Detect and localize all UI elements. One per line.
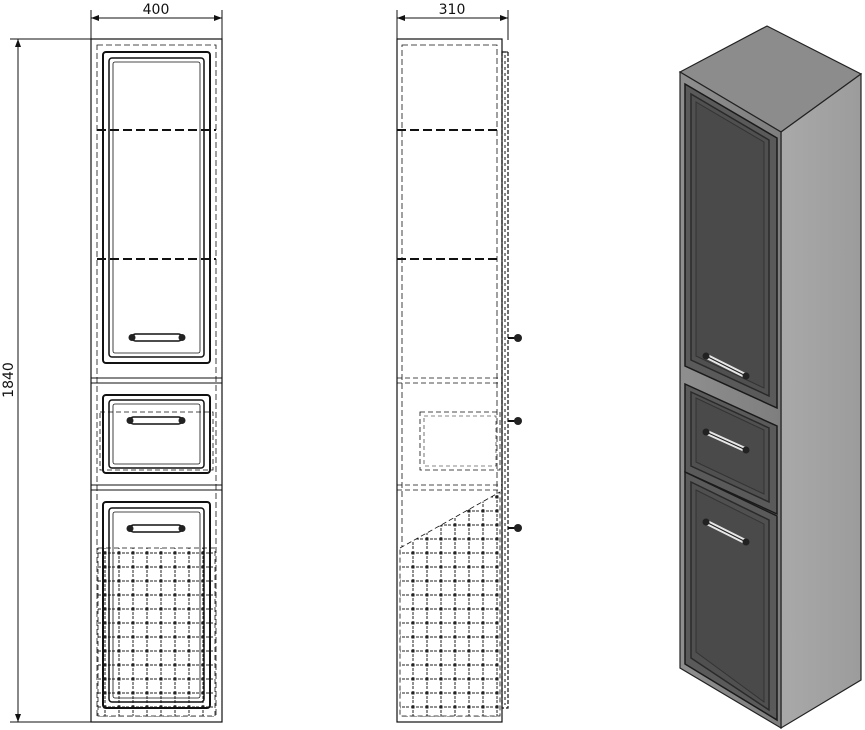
side-handle-bottom [508, 524, 522, 532]
height-dimension: 1840 [1, 38, 91, 723]
perspective-drawer [684, 382, 778, 516]
perspective-view [678, 25, 863, 730]
side-laundry-basket [399, 491, 501, 717]
drawer-handle [126, 416, 186, 425]
height-label: 1840 [1, 362, 17, 398]
cabinet-side-face [780, 72, 862, 730]
perspective-drawer-handle [702, 428, 750, 454]
width-dimension: 400 [90, 2, 223, 40]
side-handle-drawer [508, 417, 522, 425]
laundry-basket [97, 547, 216, 717]
perspective-bottom-door [684, 470, 778, 722]
side-drawer-box [419, 411, 501, 471]
depth-dimension: 310 [396, 2, 509, 40]
bottom-door [97, 501, 216, 717]
top-door [97, 51, 216, 364]
front-drawer [99, 394, 214, 474]
front-cabinet-outline [90, 38, 223, 723]
width-label: 400 [143, 2, 170, 18]
side-door-edge [501, 51, 509, 709]
side-cabinet-outline [396, 38, 503, 723]
perspective-top-door [684, 82, 778, 410]
top-door-handle [128, 333, 186, 342]
depth-label: 310 [439, 2, 466, 18]
side-view: 310 [396, 2, 522, 723]
bottom-door-handle [126, 524, 186, 533]
front-view: 400 1840 [1, 2, 223, 723]
perspective-top-handle [702, 352, 750, 380]
perspective-bottom-handle [702, 518, 750, 546]
side-handle-top [508, 334, 522, 342]
